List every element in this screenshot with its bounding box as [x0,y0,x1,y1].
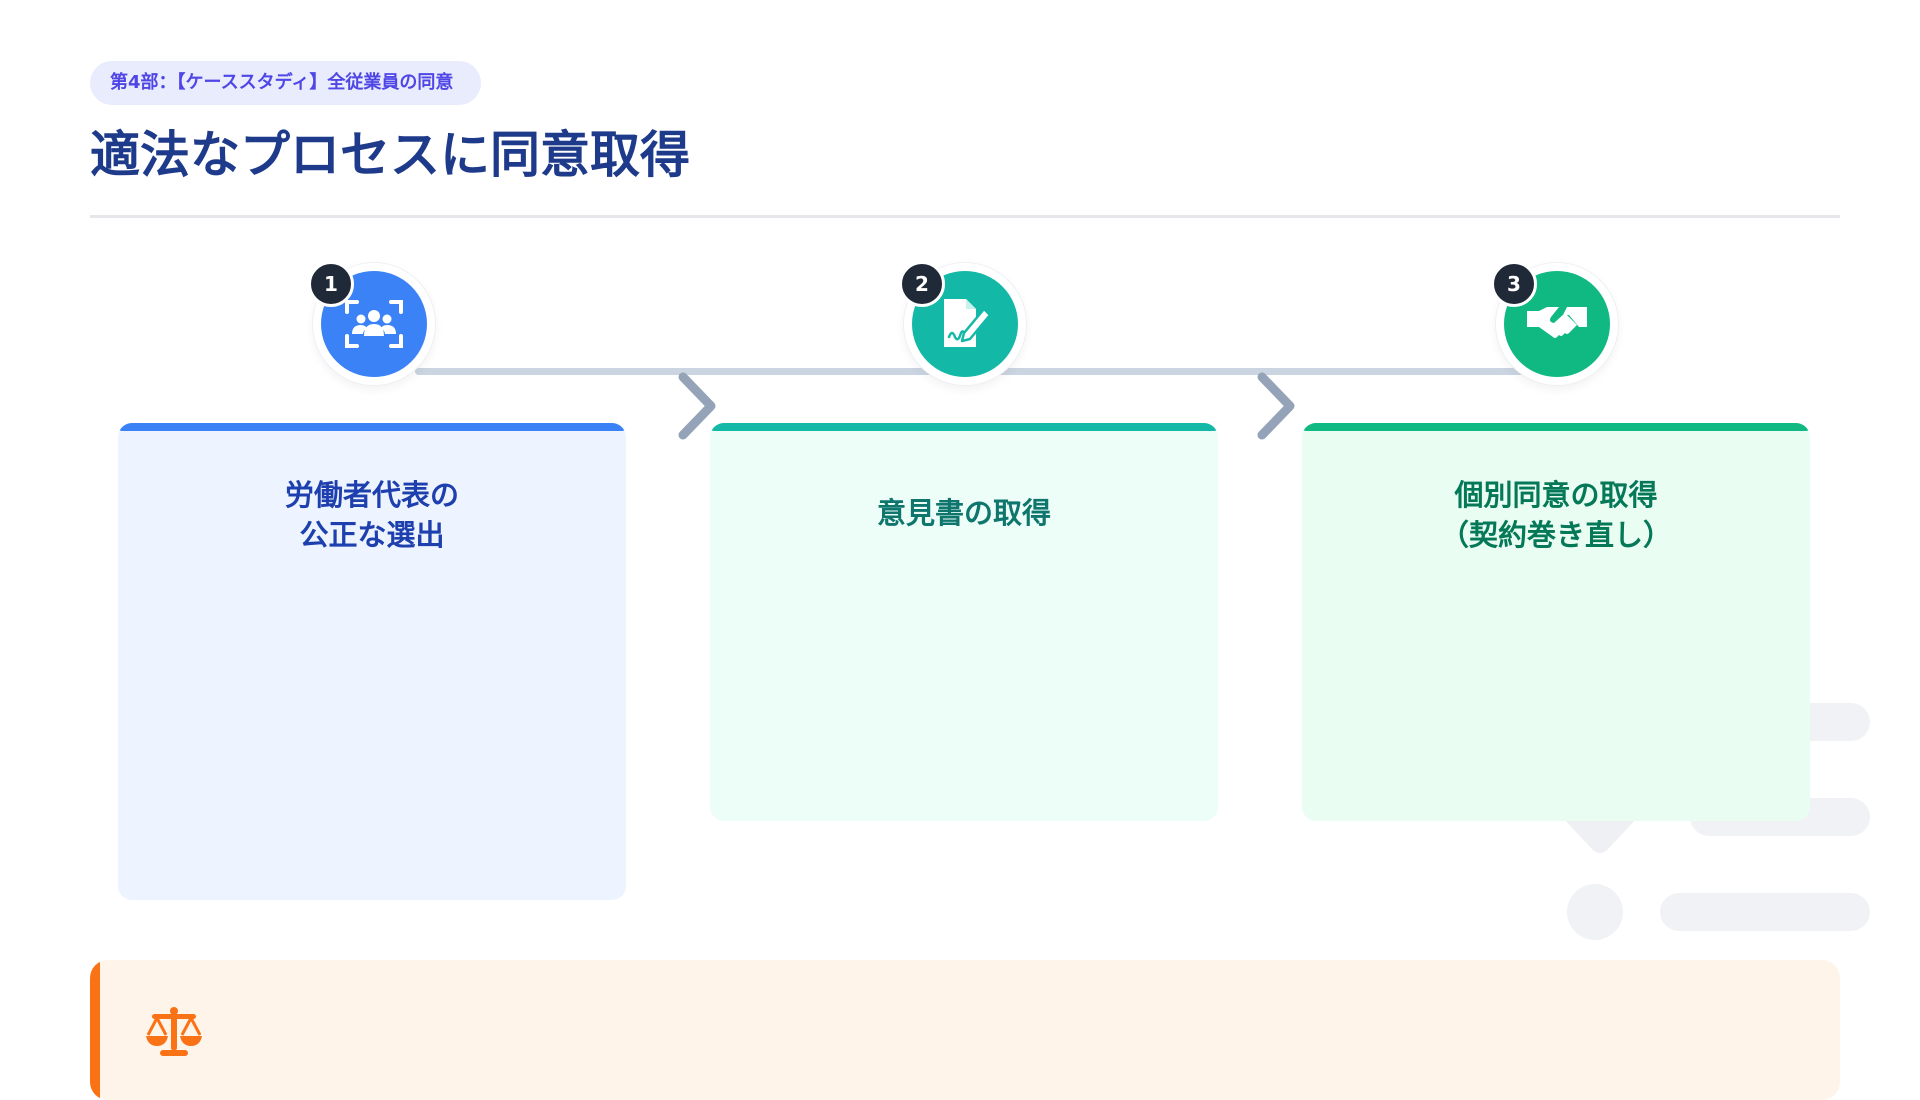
step-3-number: 3 [1491,261,1537,307]
card-title-line: 個別同意の取得 [1454,478,1658,512]
card-title-line: （契約巻き直し） [1439,518,1672,552]
chevron-right-icon [1257,372,1295,440]
card-title-line: 労働者代表の [284,478,459,512]
page-title: 適法なプロセスに同意取得 [90,126,690,184]
card-accent-bar [710,423,1218,431]
step-2-card: 意見書の取得 [710,423,1218,821]
chevron-right-icon [678,372,716,440]
step-2-number: 2 [899,261,945,307]
card-accent-bar [118,423,626,431]
note-accent-bar [90,960,100,1100]
title-divider [90,215,1840,218]
card-title: 労働者代表の 公正な選出 [118,475,626,555]
decorative-ghost-bar [1660,893,1870,931]
card-title-line: 公正な選出 [299,518,445,552]
card-title-line: 意見書の取得 [876,496,1051,530]
step-1-number: 1 [308,261,354,307]
card-title: 意見書の取得 [710,493,1218,533]
decorative-ghost-circle [1567,884,1623,940]
card-title: 個別同意の取得 （契約巻き直し） [1302,475,1810,555]
step-3-card: 個別同意の取得 （契約巻き直し） [1302,423,1810,821]
decorative-ghost-triangle [1560,815,1640,853]
card-accent-bar [1302,423,1810,431]
note-box [90,960,1840,1100]
step-1-card: 労働者代表の 公正な選出 [118,423,626,900]
balance-scale-icon [146,1007,202,1056]
section-badge: 第4部：【ケーススタディ】全従業員の同意 [90,61,482,105]
